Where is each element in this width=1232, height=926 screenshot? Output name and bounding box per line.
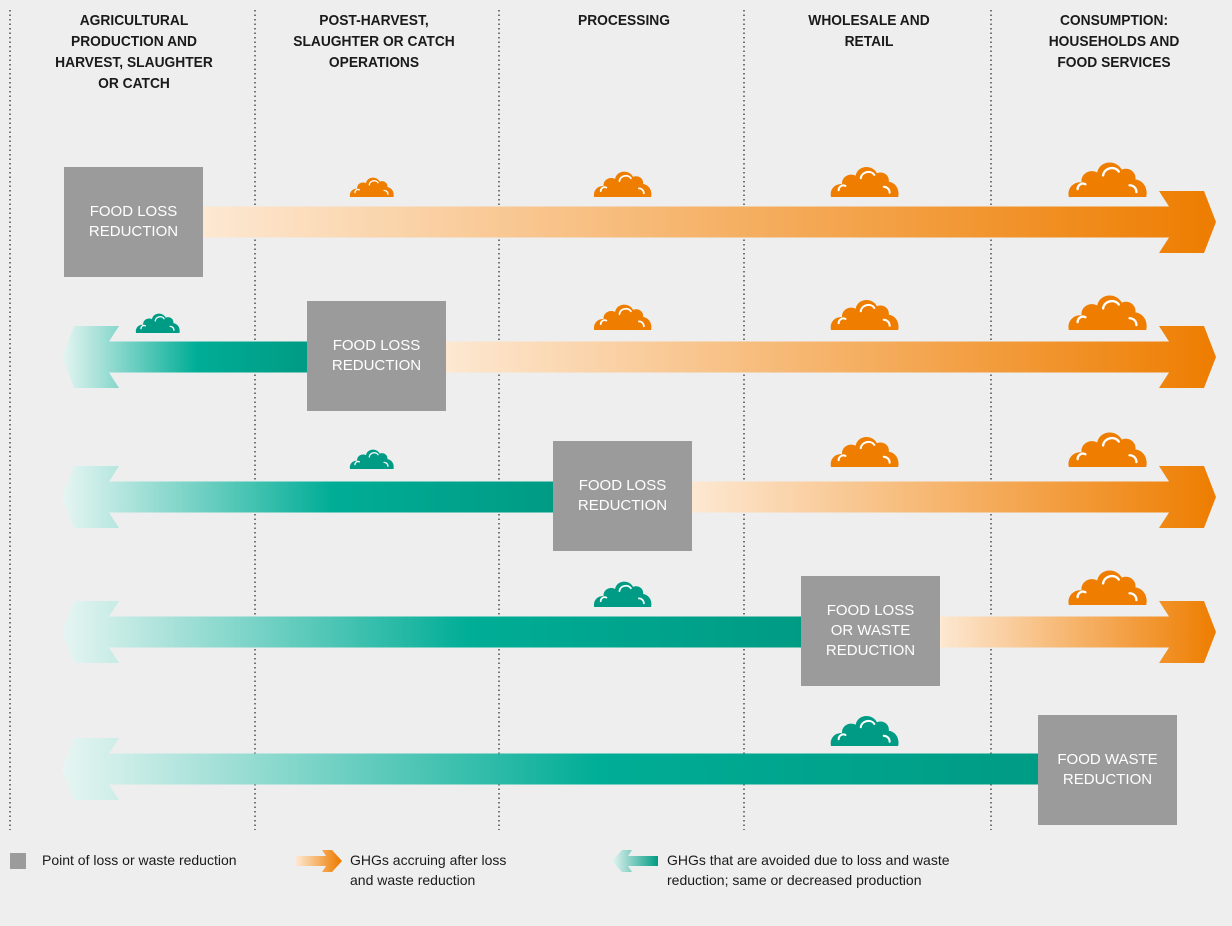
legend-ghg-accruing-label: GHGs accruing after loss and waste reduc… — [350, 852, 507, 888]
stage-header-consumption: CONSUMPTION: HOUSEHOLDS AND FOOD SERVICE… — [1048, 12, 1180, 71]
ghg-avoided-arrow — [62, 326, 307, 388]
cloud-icon — [830, 300, 899, 330]
stage-header-agricultural-production: AGRICULTURAL PRODUCTION AND HARVEST, SLA… — [55, 12, 213, 92]
ghg-accruing-arrow — [692, 466, 1216, 528]
legend-ghg-avoided-label: GHGs that are avoided due to loss and wa… — [667, 852, 950, 888]
cloud-icon — [135, 313, 180, 333]
cloud-icon — [1068, 432, 1147, 467]
ghg-avoided-arrow — [62, 738, 1038, 800]
cloud-icon — [830, 716, 899, 746]
legend-reduction-point-swatch — [10, 853, 26, 869]
cloud-icon — [830, 437, 899, 467]
cloud-icon — [349, 177, 394, 197]
ghg-accruing-arrow — [203, 191, 1216, 253]
stage-header-processing: PROCESSING — [577, 12, 671, 29]
legend-orange-arrow — [296, 850, 342, 872]
ghg-accruing-arrow — [940, 601, 1216, 663]
reduction-box-post-harvest: FOOD LOSS REDUCTION — [307, 301, 446, 411]
cloud-icon — [1068, 295, 1147, 330]
reduction-box-wholesale-retail: FOOD LOSS OR WASTE REDUCTION — [801, 576, 940, 686]
stage-header-wholesale-retail: WHOLESALE AND RETAIL — [808, 12, 930, 50]
legend-reduction-point-label: Point of loss or waste reduction — [42, 852, 237, 868]
legend-teal-arrow — [612, 850, 658, 872]
stage-header-post-harvest: POST-HARVEST, SLAUGHTER OR CATCH OPERATI… — [293, 12, 455, 71]
cloud-icon — [593, 171, 652, 197]
ghg-accruing-arrow — [446, 326, 1216, 388]
ghg-avoided-arrow — [62, 601, 801, 663]
cloud-icon — [1068, 162, 1147, 197]
ghg-avoided-arrow — [62, 466, 553, 528]
cloud-icon — [349, 449, 394, 469]
reduction-box-processing: FOOD LOSS REDUCTION — [553, 441, 692, 551]
reduction-box-production: FOOD LOSS REDUCTION — [64, 167, 203, 277]
cloud-icon — [593, 581, 652, 607]
cloud-icon — [830, 167, 899, 197]
cloud-icon — [593, 304, 652, 330]
cloud-icon — [1068, 570, 1147, 605]
reduction-box-consumption: FOOD WASTE REDUCTION — [1038, 715, 1177, 825]
